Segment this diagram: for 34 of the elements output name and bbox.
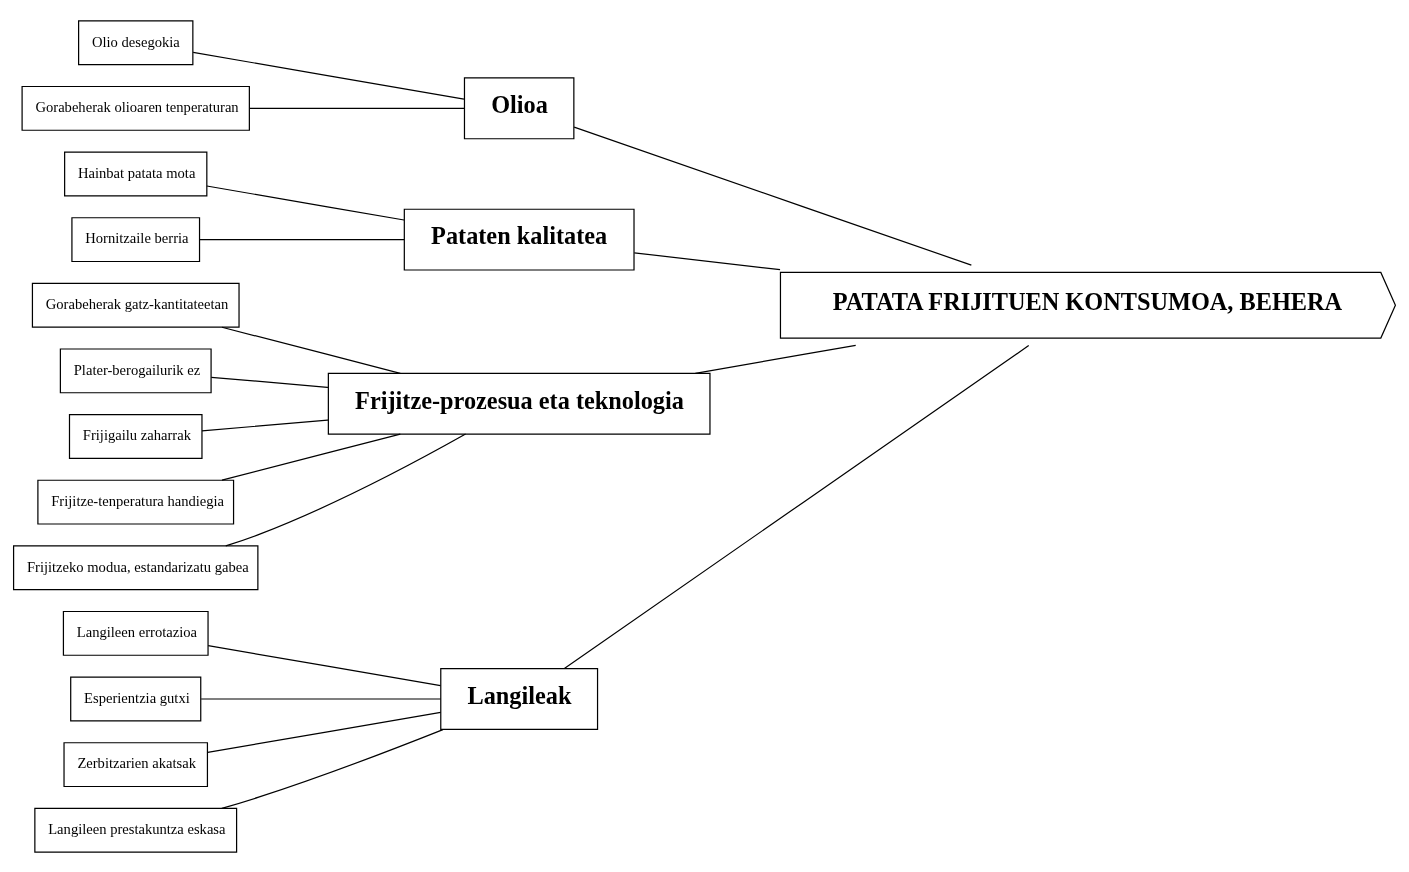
node-box: Olioa [463, 76, 575, 139]
node-box: Frijitze-prozesua eta teknologia [327, 372, 711, 435]
node-box: Plater-berogailurik ez [59, 347, 212, 393]
connector [207, 711, 442, 753]
connector [207, 644, 442, 686]
connector [221, 326, 401, 374]
connector [210, 376, 329, 388]
connector [563, 344, 1030, 669]
connector [221, 432, 401, 481]
node-box: Langileen prestakuntza eskasa [34, 807, 238, 853]
connector [249, 107, 465, 109]
node-box: Zerbitzarien akatsak [63, 741, 209, 787]
connector [573, 125, 972, 266]
node-box: Esperientzia gutxi [70, 676, 202, 721]
node-box: Olio desegokia [78, 19, 194, 65]
node-box: Hornitzaile berria [71, 216, 201, 262]
connector [694, 344, 857, 374]
connector [633, 251, 781, 270]
node-box: Gorabeherak olioaren tenperaturan [21, 85, 250, 131]
connector [206, 184, 405, 221]
connector [192, 51, 465, 100]
node-box: Hainbat patata mota [64, 151, 208, 196]
node-box: Frijitzeko modua, estandarizatu gabea [13, 544, 259, 590]
node-box: Frijigailu zaharrak [68, 413, 203, 459]
connector [221, 728, 444, 809]
node-box: Pataten kalitatea [403, 208, 635, 271]
connector [199, 238, 405, 240]
node-box: Frijitze-tenperatura handiegia [37, 479, 235, 525]
connector [201, 418, 329, 431]
node-box: Gorabeherak gatz-kantitateetan [31, 282, 240, 328]
connector [225, 432, 467, 546]
connector [200, 697, 442, 700]
node-box: Langileak [440, 667, 599, 730]
node-box: Langileen errotazioa [62, 610, 209, 656]
